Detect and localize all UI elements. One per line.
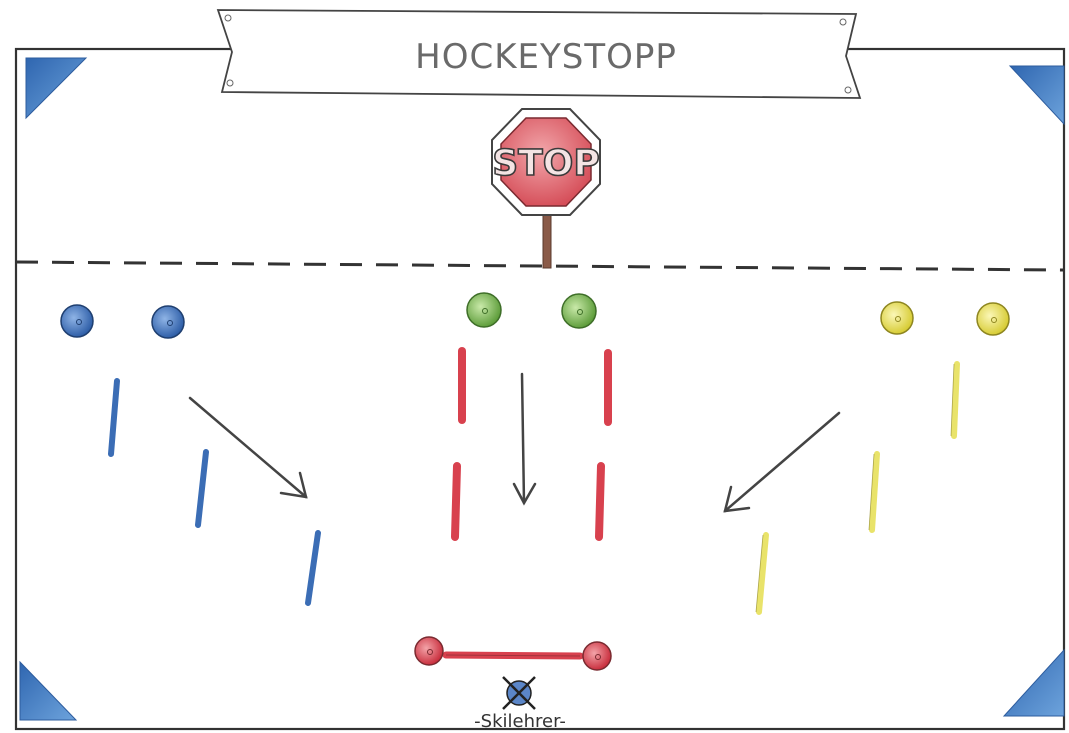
blue-pole-3 — [305, 530, 321, 606]
corner-marker-bottom-right — [1002, 648, 1065, 717]
instructor-marker-icon — [502, 676, 536, 710]
stop-line — [15, 260, 1065, 272]
title-banner: HOCKEYSTOPP — [216, 9, 862, 99]
green-cone-1 — [466, 292, 502, 328]
blue-cone-2 — [151, 305, 185, 339]
arrow-diagonal-left-icon — [723, 411, 841, 513]
yellow-pole-1 — [951, 361, 960, 439]
red-cone-right — [582, 641, 612, 671]
yellow-pole-2 — [869, 451, 880, 533]
instructor-label: -Skilehrer- — [474, 711, 566, 732]
red-pole-4 — [595, 462, 605, 541]
corner-marker-top-left — [25, 57, 88, 120]
blue-cone-1 — [60, 304, 94, 338]
green-cone-2 — [561, 293, 597, 329]
yellow-pole-3 — [756, 532, 769, 615]
blue-pole-2 — [195, 449, 209, 528]
corner-marker-bottom-left — [19, 660, 78, 721]
yellow-cone-2 — [976, 302, 1010, 336]
corner-marker-top-right — [1008, 65, 1065, 126]
arrow-diagonal-right-icon — [188, 396, 308, 499]
finish-gate — [414, 636, 612, 671]
stop-sign-icon: STOP — [491, 108, 601, 269]
yellow-cone-1 — [880, 301, 914, 335]
red-cone-left — [414, 636, 444, 666]
blue-pole-1 — [108, 378, 120, 457]
stop-sign-text: STOP — [492, 143, 599, 184]
arrow-down-icon — [512, 372, 537, 506]
red-pole-3 — [451, 462, 461, 541]
title: HOCKEYSTOPP — [415, 37, 677, 77]
